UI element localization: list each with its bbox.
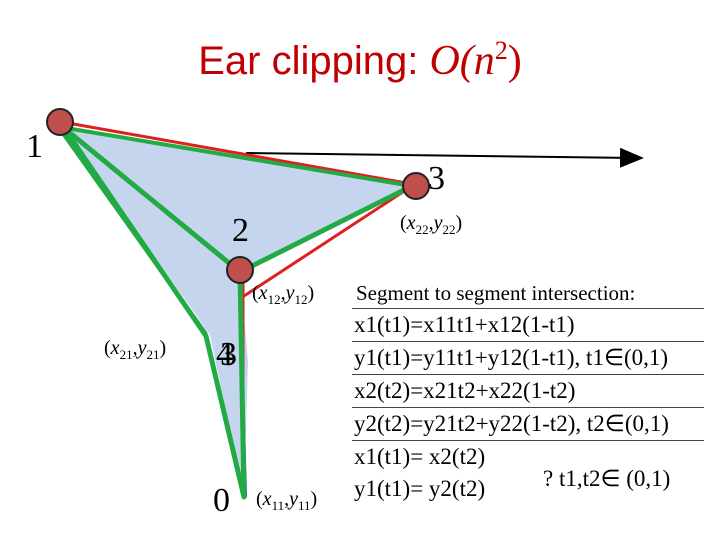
segment-3-to-0 [243, 184, 413, 298]
vertex-label-3-overlap: 3 [220, 336, 237, 373]
vertex-label-4: 4 [216, 336, 233, 373]
equation-x-equal: x1(t1)= x2(t2) [354, 444, 486, 469]
equation-y-equal: y1(t1)= y2(t2) [354, 476, 486, 501]
slide-title: Ear clipping: O(n2) [0, 36, 720, 85]
coord-label-p22: (x22,y22) [400, 212, 463, 237]
ray-arrow [245, 147, 644, 168]
coord-label-p12: (x12,y12) [252, 282, 315, 307]
vertex-3-marker [402, 172, 430, 200]
title-math: O(n2) [429, 36, 522, 84]
question-text: ? t1,t2∈ (0,1) [543, 466, 671, 491]
equation-x2: x2(t2)=x21t2+x22(1-t2) [352, 375, 704, 408]
ear-edge-1-to-4 [60, 130, 208, 336]
title-text: Ear clipping: [198, 39, 430, 83]
equation-y2: y2(t2)=y21t2+y22(1-t2), t2∈(0,1) [352, 408, 704, 441]
panel-heading: Segment to segment intersection: [352, 280, 704, 309]
vertex-label-1: 1 [26, 128, 43, 165]
title-math-n: n [473, 38, 495, 84]
polygon-fill [64, 128, 412, 497]
vertex-label-0: 0 [213, 482, 230, 519]
equation-y1: y1(t1)=y11t1+y12(1-t1), t1∈(0,1) [352, 342, 704, 375]
vertex-2-marker [226, 256, 254, 284]
vertex-label-3: 3 [428, 160, 445, 197]
title-math-o: O( [429, 38, 474, 84]
equation-x1: x1(t1)=x11t1+x12(1-t1) [352, 309, 704, 342]
title-math-close: ) [507, 38, 522, 84]
vertex-label-2: 2 [232, 212, 249, 249]
coord-label-p11: (x11,y11) [256, 488, 318, 513]
intersection-panel: Segment to segment intersection: x1(t1)=… [352, 280, 704, 505]
ear-diagonal [65, 126, 413, 188]
title-math-exp: 2 [494, 36, 508, 65]
coord-label-p21: (x21,y21) [104, 337, 167, 362]
vertex-1-marker [46, 108, 74, 136]
edge-1-to-3 [61, 120, 413, 186]
